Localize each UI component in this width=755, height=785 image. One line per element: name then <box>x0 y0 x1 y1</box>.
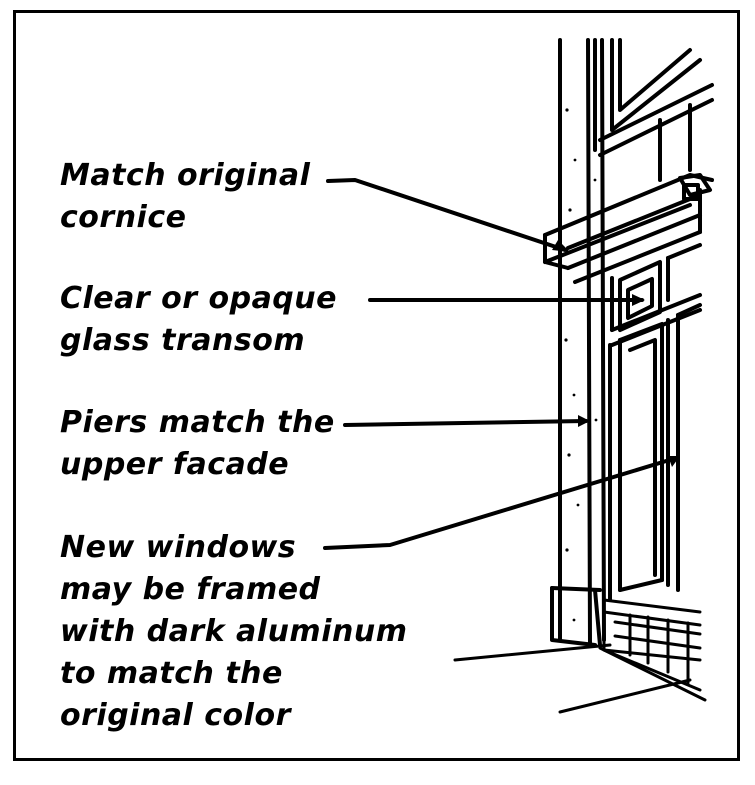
leader-cornice <box>326 178 567 252</box>
callout-windows-line-4: to match the <box>60 656 283 691</box>
leader-piers <box>343 419 588 427</box>
callout-piers: Piers match the upper facade <box>60 402 335 486</box>
callout-transom-line-2: glass transom <box>60 323 306 358</box>
callout-transom-line-1: Clear or opaque <box>60 281 337 316</box>
callout-windows-line-3: with dark aluminum <box>60 614 408 649</box>
callout-cornice-line-1: Match original <box>60 158 311 193</box>
callout-piers-line-1: Piers match the <box>60 405 335 440</box>
leader-lines <box>323 178 678 550</box>
pier <box>550 38 606 647</box>
cornice <box>543 173 714 284</box>
base-panel <box>602 598 702 692</box>
upper-facade <box>593 38 714 182</box>
callout-cornice: Match original cornice <box>60 155 310 239</box>
callout-windows-line-5: original color <box>60 698 291 733</box>
leader-arrowheads <box>552 240 680 467</box>
callout-cornice-line-2: cornice <box>60 200 187 235</box>
display-window <box>608 303 702 602</box>
leader-windows <box>323 456 678 550</box>
callout-piers-line-2: upper facade <box>60 447 290 482</box>
pier-texture <box>564 108 598 622</box>
callout-windows-line-2: may be framed <box>60 572 321 607</box>
callout-windows: New windows may be framed with dark alum… <box>60 527 407 737</box>
callout-transom: Clear or opaque glass transom <box>60 278 337 362</box>
callout-windows-line-1: New windows <box>60 530 297 565</box>
